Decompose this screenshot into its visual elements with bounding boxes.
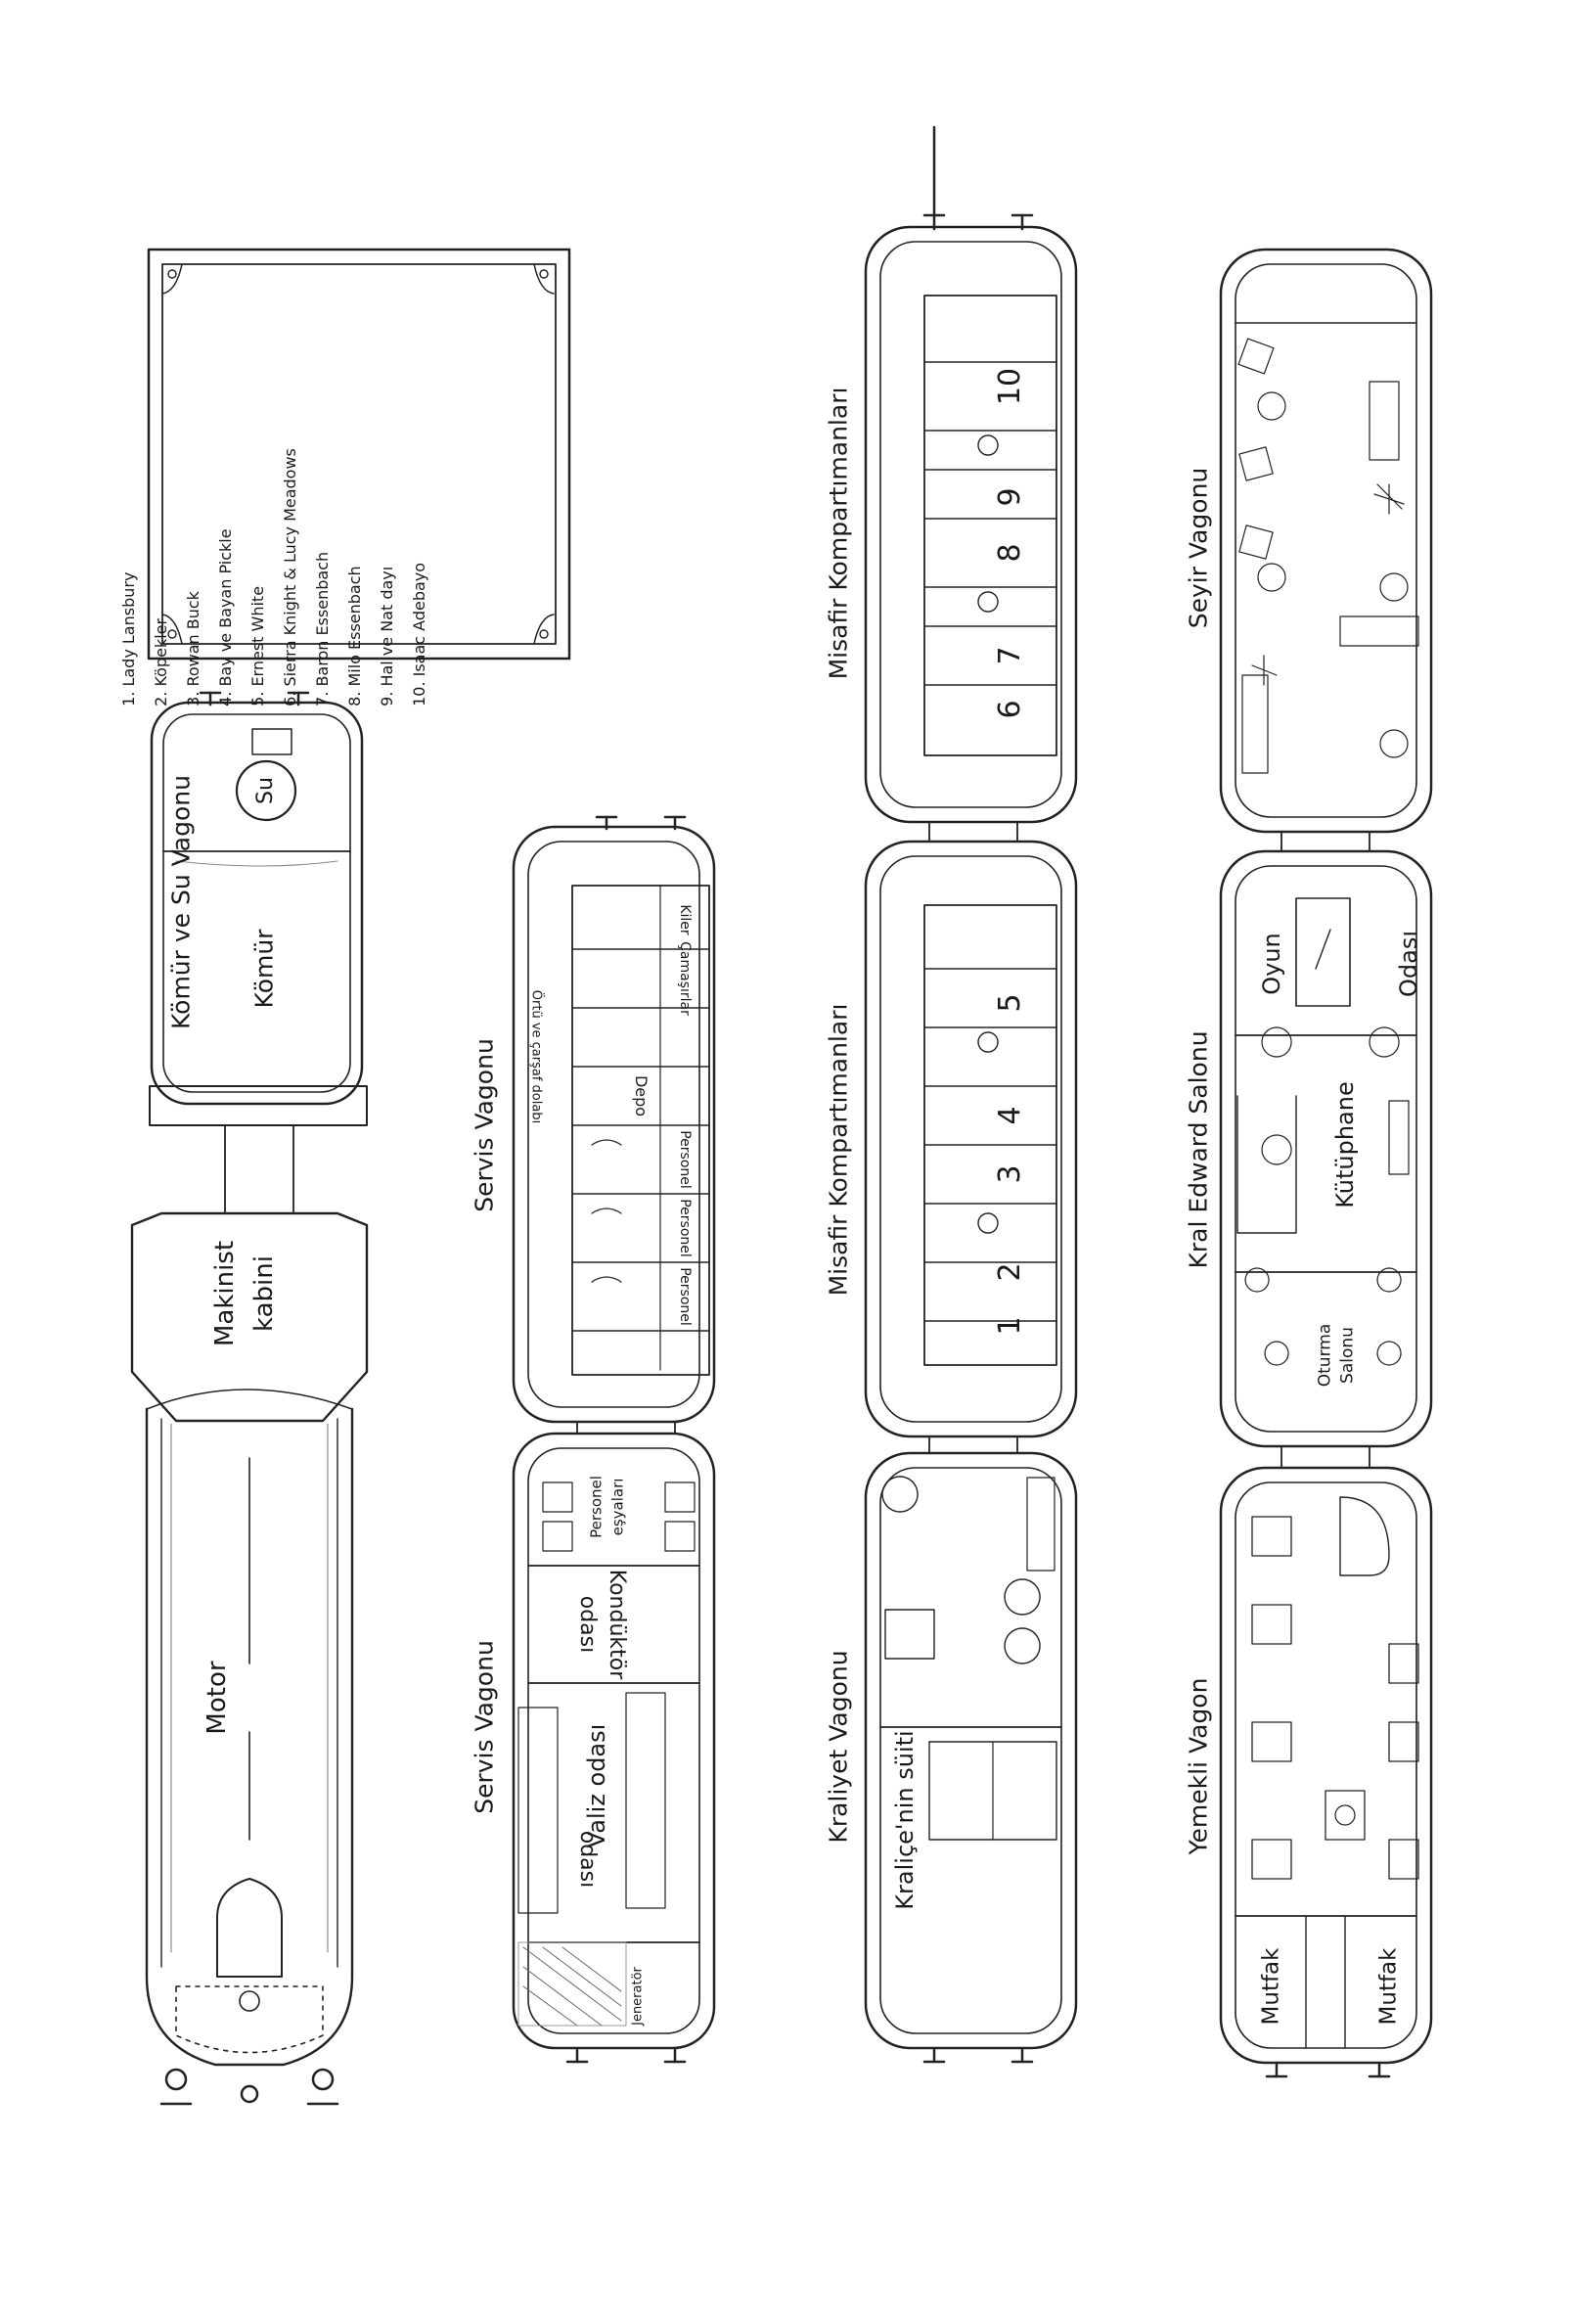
storage-label: Depo <box>632 1074 651 1117</box>
linen-cupboard-label: Örtü ve çarşaf dolabı <box>528 989 544 1124</box>
conductor-room-label-line2: odası <box>575 1595 600 1654</box>
royal-car <box>864 1451 1078 2064</box>
staff-belongings-label-line1: Personel <box>587 1476 606 1538</box>
service-car-lower-title: Servis Vagonu <box>470 1640 499 1814</box>
service-car-upper-title: Servis Vagonu <box>470 1038 499 1212</box>
staff-belongings-label-line2: eşyaları <box>608 1478 627 1536</box>
guest-car-lower <box>864 840 1078 1438</box>
engine-label: Motor <box>202 1661 232 1735</box>
legend-item: 10. Isaac Adebayo <box>410 562 428 706</box>
compartment-number: 3 <box>993 1164 1027 1184</box>
guest-car-upper <box>864 125 1078 824</box>
compartment-number: 8 <box>993 543 1027 563</box>
legend-item: 2. Köpekler <box>152 617 170 706</box>
legend-item: 5. Ernest White <box>248 585 267 706</box>
compartment-number: 7 <box>993 646 1027 665</box>
generator-label: Jeneratör <box>630 1967 646 2026</box>
laundry-label: Çamaşırlar <box>677 941 693 1016</box>
queen-suite-label: Kraliçe'nin süiti <box>891 1730 919 1910</box>
staff-room-label-1: Personel <box>677 1130 693 1189</box>
kitchen-label-right: Mutfak <box>1375 1947 1402 2026</box>
game-room-label-line2: Odası <box>1395 930 1422 998</box>
compartment-number: 5 <box>993 993 1027 1013</box>
legend-frame <box>147 248 571 661</box>
service-car-upper <box>512 815 716 1424</box>
compartment-number: 2 <box>993 1262 1027 1282</box>
pantry-label: Kiler <box>677 904 693 935</box>
observation-car-title: Seyir Vagonu <box>1184 467 1213 629</box>
royal-car-title: Kraliyet Vagonu <box>824 1650 853 1844</box>
guest-car-lower-title: Misafir Kompartımanları <box>824 1003 853 1297</box>
coal-water-car-title: Kömür ve Su Vagonu <box>166 775 196 1029</box>
legend-item: 3. Rowan Buck <box>184 591 202 706</box>
guest-car-upper-title: Misafir Kompartımanları <box>824 387 853 680</box>
legend-item: 7. Baron Essenbach <box>313 551 332 706</box>
sitting-room-label-line2: Salonu <box>1337 1327 1358 1384</box>
compartment-number: 1 <box>993 1316 1027 1336</box>
sitting-room-label-line1: Oturma <box>1315 1323 1335 1388</box>
staff-room-label-2: Personel <box>677 1199 693 1257</box>
staff-room-label-3: Personel <box>677 1267 693 1326</box>
king-edward-salon <box>1219 849 1433 1448</box>
dining-car-title: Yemekli Vagon <box>1184 1677 1213 1855</box>
driver-cab-label-line1: Makinist <box>210 1240 240 1347</box>
locomotive <box>130 1211 369 2106</box>
car-couplings <box>224 821 1370 1469</box>
compartment-number: 10 <box>993 367 1027 406</box>
king-edward-salon-title: Kral Edward Salonu <box>1184 1030 1213 1269</box>
compartment-number: 4 <box>993 1106 1027 1125</box>
observation-car <box>1219 248 1433 834</box>
water-tank-label: Su <box>253 777 278 804</box>
compartment-number: 9 <box>993 487 1027 507</box>
kitchen-label-left: Mutfak <box>1258 1947 1284 2026</box>
legend-item: 9. Hal ve Nat dayı <box>378 566 396 706</box>
luggage-room-label: Valiz odası <box>583 1723 610 1848</box>
luggage-room-label-flipped: odası <box>575 1830 600 1889</box>
legend-item: 1. Lady Lansbury <box>119 571 138 706</box>
dining-car <box>1219 1466 1433 2078</box>
service-car-lower <box>512 1432 716 2064</box>
coal-water-car <box>149 691 368 1126</box>
game-room-label-line1: Oyun <box>1258 933 1285 995</box>
legend-item: 8. Milo Essenbach <box>345 566 364 706</box>
conductor-room-label-line1: Kondüktör <box>605 1569 629 1680</box>
compartment-number: 6 <box>993 700 1027 719</box>
library-label: Kütüphane <box>1331 1081 1359 1208</box>
driver-cab-label-line2: kabini <box>249 1255 279 1332</box>
legend-item: 4. Bay ve Bayan Pickle <box>216 528 235 706</box>
legend-item: 6. Sierra Knight & Lucy Meadows <box>281 448 299 706</box>
legend-list: 1. Lady Lansbury 2. Köpekler 3. Rowan Bu… <box>112 448 435 706</box>
coal-bunker-label: Kömür <box>249 929 279 1009</box>
